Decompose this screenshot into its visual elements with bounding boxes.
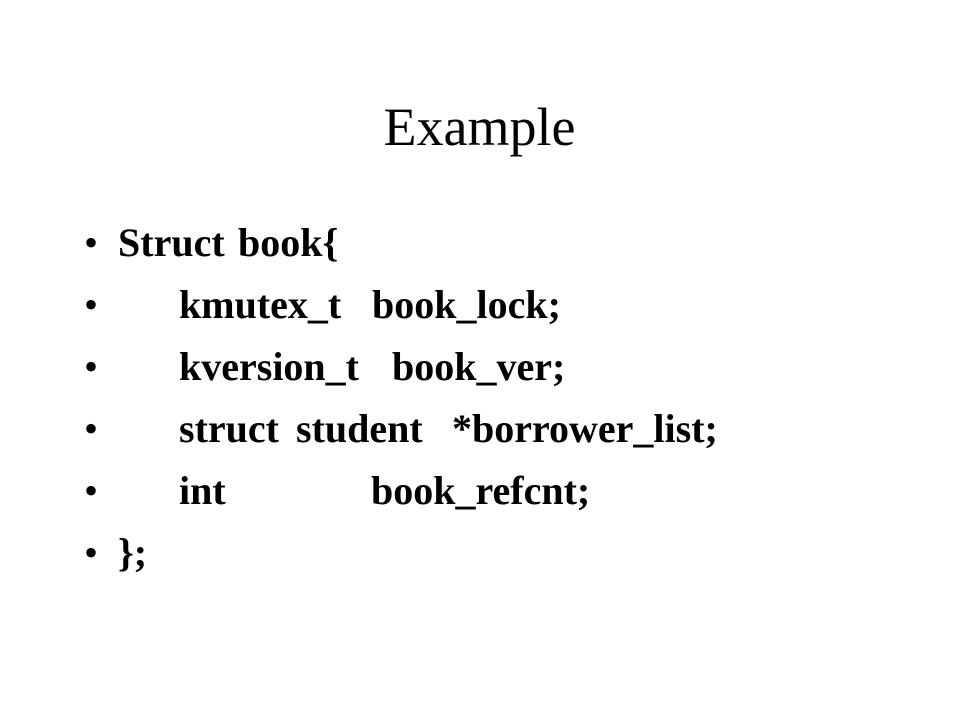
bullet-icon: • bbox=[84, 220, 99, 265]
bullet-icon: • bbox=[84, 406, 99, 451]
code-token: Struct bbox=[118, 220, 225, 265]
bullet-icon: • bbox=[84, 468, 99, 513]
code-token: *borrower_list; bbox=[452, 406, 718, 451]
code-token: kmutex_t bbox=[179, 282, 342, 327]
code-token: book{ bbox=[238, 220, 339, 265]
code-token: student bbox=[296, 406, 423, 451]
code-token: book_ver; bbox=[392, 344, 566, 389]
code-token: }; bbox=[118, 530, 148, 575]
code-token: book_refcnt; bbox=[371, 468, 591, 513]
bullet-icon: • bbox=[84, 344, 99, 389]
bullet-icon: • bbox=[84, 282, 99, 327]
slide-title: Example bbox=[383, 97, 576, 157]
bullet-icon: • bbox=[84, 530, 99, 575]
code-token: book_lock; bbox=[372, 282, 561, 327]
code-token: int bbox=[179, 468, 226, 513]
code-token: struct bbox=[179, 406, 279, 451]
code-token: kversion_t bbox=[179, 344, 359, 389]
